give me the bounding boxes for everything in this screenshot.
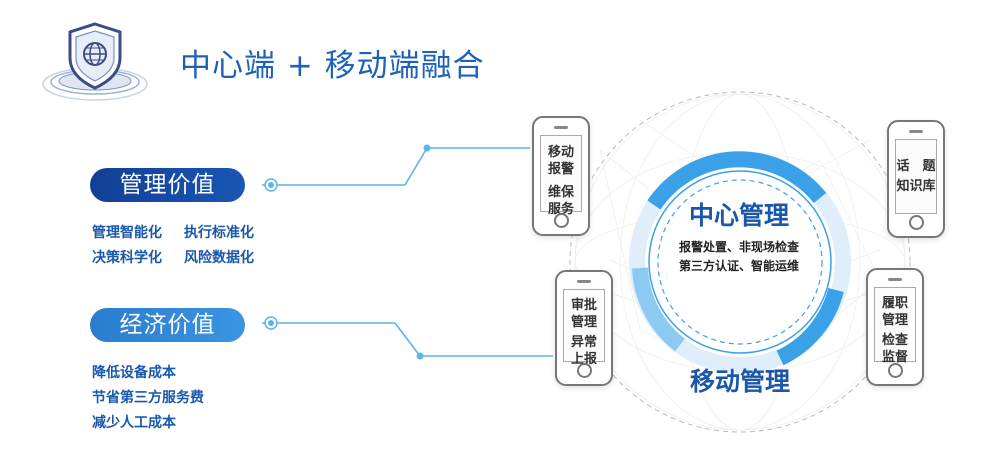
phone-label: 管理 (570, 315, 597, 330)
phone-label: 维保 (547, 185, 574, 200)
phone-home-button (554, 213, 569, 228)
phone-label: 话 题 (896, 159, 936, 174)
center-management-title: 中心管理 (688, 201, 789, 230)
phone-screen (540, 135, 582, 212)
phone-mobile-alarm: 移动 报警 维保 服务 (532, 116, 590, 236)
economic-value-pill: 经济价值 (90, 308, 245, 342)
feature-item: 节省第三方服务费 (92, 390, 204, 406)
page-title: 中心端 + 移动端融合 (180, 48, 485, 84)
phone-home-button (577, 363, 592, 378)
phone-label: 服务 (547, 202, 574, 217)
phone-home-button (888, 363, 903, 378)
mobile-management-title: 移动管理 (689, 367, 790, 396)
phone-duty: 履职 管理 检查 监督 (866, 268, 924, 386)
center-subtitle-line1: 报警处置、非现场检查 (678, 240, 799, 254)
shield-globe-logo-icon (42, 22, 148, 101)
feature-item: 执行标准化 (184, 225, 254, 241)
phone-screen (563, 289, 605, 362)
phone-label: 检查 (881, 333, 908, 348)
phone-label: 监督 (881, 350, 908, 365)
feature-item: 决策科学化 (92, 250, 162, 266)
phone-home-button (909, 215, 924, 230)
center-subtitle-line2: 第三方认证、智能运维 (678, 259, 799, 273)
phone-label: 上报 (570, 352, 597, 367)
phone-approval: 审批 管理 异常 上报 (555, 270, 613, 386)
phone-label: 履职 (881, 296, 908, 311)
feature-item: 风险数据化 (184, 250, 254, 266)
phone-knowledge: 话 题 知识库 (887, 120, 945, 238)
phone-speaker (888, 278, 902, 281)
phone-label: 报警 (547, 162, 574, 177)
phone-label: 异常 (570, 335, 597, 350)
feature-item: 管理智能化 (92, 225, 162, 241)
feature-item: 降低设备成本 (92, 365, 176, 381)
phone-label: 知识库 (896, 179, 936, 194)
phone-speaker (577, 280, 591, 283)
phone-label: 审批 (570, 298, 597, 313)
feature-item: 减少人工成本 (92, 415, 176, 431)
phone-speaker (554, 126, 568, 129)
phone-screen (874, 287, 916, 362)
phone-screen (895, 139, 937, 214)
phone-label: 管理 (881, 313, 908, 328)
management-value-pill: 管理价值 (90, 168, 245, 202)
phone-speaker (909, 130, 923, 133)
phone-label: 移动 (547, 145, 574, 160)
